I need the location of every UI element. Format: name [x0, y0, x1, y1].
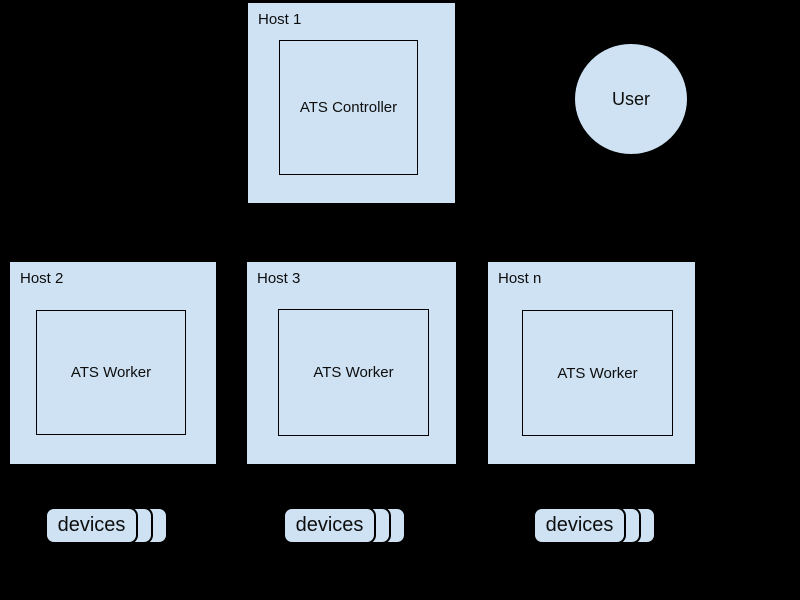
host-3-box: Host 3 ATS Worker: [247, 262, 456, 464]
host-n-box: Host n ATS Worker: [488, 262, 695, 464]
devices-stack-host-3: devices: [283, 507, 407, 545]
ats-worker-label: ATS Worker: [313, 364, 394, 381]
devices-label: devices: [57, 514, 126, 536]
user-circle: User: [575, 44, 687, 154]
ats-worker-label: ATS Worker: [70, 364, 152, 381]
user-label: User: [611, 88, 650, 109]
host-2-label: Host 2: [20, 270, 64, 287]
device-card-front: devices: [45, 507, 138, 544]
devices-stack-host-n: devices: [533, 507, 657, 545]
ats-worker-box: ATS Worker: [36, 310, 186, 435]
devices-label: devices: [545, 514, 614, 536]
host-n-label: Host n: [498, 270, 542, 287]
device-card-front: devices: [533, 507, 626, 544]
devices-stack-host-2: devices: [45, 507, 169, 545]
host-2-box: Host 2 ATS Worker: [10, 262, 216, 464]
ats-controller-label: ATS Controller: [299, 99, 398, 116]
host-1-box: Host 1 ATS Controller: [248, 3, 455, 203]
host-3-label: Host 3: [257, 270, 301, 287]
ats-controller-box: ATS Controller: [279, 40, 418, 175]
devices-label: devices: [295, 514, 364, 536]
ats-worker-label: ATS Worker: [557, 364, 638, 382]
host-1-label: Host 1: [258, 11, 302, 28]
ats-worker-box: ATS Worker: [522, 310, 673, 436]
device-card-front: devices: [283, 507, 376, 544]
ats-worker-box: ATS Worker: [278, 309, 429, 436]
